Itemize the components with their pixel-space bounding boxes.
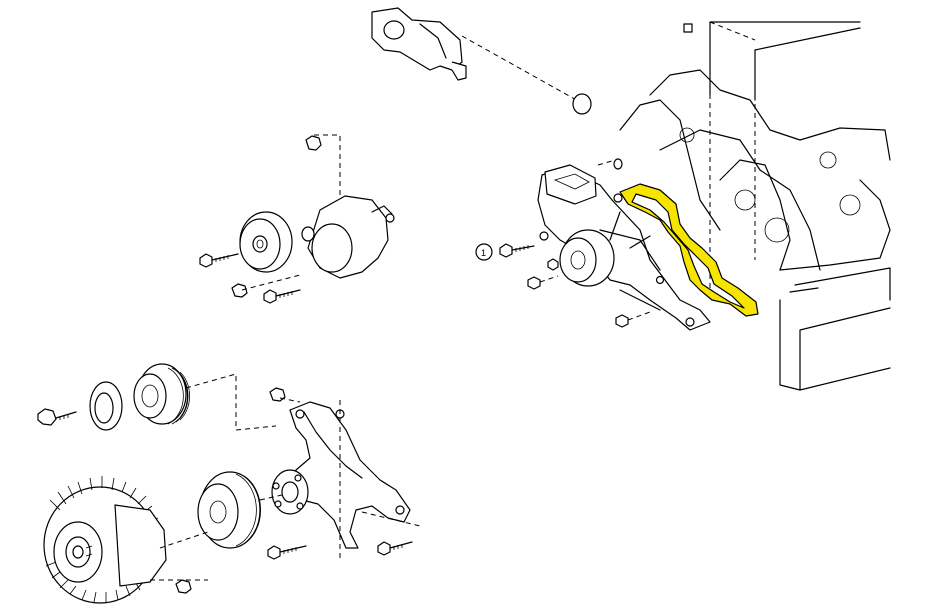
- tensioner-assembly: [199, 134, 395, 304]
- o-ring: [572, 93, 592, 115]
- water-pump: [537, 158, 711, 331]
- bolt-bracket-right: [377, 541, 413, 556]
- water-pump-gasket: [619, 183, 759, 317]
- nut-lower: [231, 274, 301, 298]
- bolt-crank: [37, 408, 77, 426]
- engine-block: [619, 21, 891, 391]
- bolt-left: [199, 253, 239, 268]
- idler-pulley: [239, 211, 293, 273]
- fluid-coupling-fan-clutch: [43, 476, 209, 604]
- fan-bracket: [267, 387, 421, 560]
- bolt-lower: [263, 289, 301, 304]
- belt-tensioner: [301, 195, 395, 279]
- crankshaft-pulley: [133, 363, 190, 425]
- callout-number: 1: [481, 248, 486, 258]
- crankshaft-pulley-group: [37, 363, 277, 431]
- bolt-bracket-lower: [267, 545, 307, 560]
- water-inlet-housing: [371, 7, 581, 103]
- pump-fasteners: 1: [475, 160, 651, 328]
- pulley-washer: [89, 381, 123, 431]
- fan-pulley: [197, 471, 287, 549]
